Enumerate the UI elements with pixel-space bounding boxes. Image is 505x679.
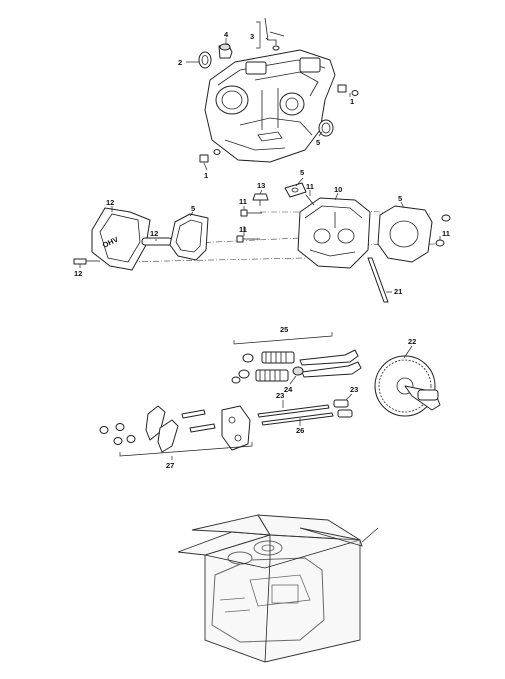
- cylinder-head: [297, 197, 371, 269]
- callout-11: 21: [394, 287, 402, 296]
- callout-11: 11: [442, 229, 450, 238]
- callout-4: 4: [224, 30, 229, 39]
- long-stud: [367, 257, 389, 303]
- callout-5: 5: [300, 168, 304, 177]
- callout-26: 27: [166, 461, 174, 470]
- callout-11: 11: [239, 225, 247, 234]
- callout-labels: 3 4 2 1 5 1 13 5 11 10 12 5 12 5 11 11 1…: [74, 30, 450, 470]
- valve-train-group: [99, 332, 441, 457]
- bolt-lower: [199, 149, 221, 163]
- callout-13: 13: [257, 181, 265, 190]
- valve-lower: [301, 361, 362, 378]
- adjusting-nuts: [99, 423, 136, 445]
- bolt-upper: [337, 84, 359, 96]
- oil-seal-side: [318, 119, 334, 137]
- valve-spring-lower: [255, 369, 289, 382]
- callout-21: 25: [280, 325, 288, 334]
- rocker-bracket: [221, 405, 251, 451]
- dowel-pin-lower: [435, 239, 445, 247]
- valve-collar: [292, 366, 304, 376]
- stud-upper: [305, 194, 315, 206]
- callout-23: 26: [296, 426, 304, 435]
- leader-lines: [79, 21, 441, 543]
- cylinder-head-group: OHV: [73, 182, 451, 303]
- camshaft-gear: [374, 355, 441, 417]
- packaging-box: [177, 514, 363, 663]
- dowel-pin-upper: [441, 214, 451, 222]
- callout-11: 11: [306, 182, 314, 191]
- oil-seal: [198, 51, 212, 69]
- valve-cover: OHV: [91, 207, 151, 271]
- callout-12: 12: [150, 229, 158, 238]
- cover-bolt: [73, 258, 100, 265]
- spark-plug: [252, 193, 269, 206]
- callout-1: 1: [204, 171, 208, 180]
- valve-spring-upper: [261, 351, 295, 364]
- callout-25: 22: [408, 337, 416, 346]
- head-bolt-lower: [236, 235, 260, 243]
- small-gasket: [284, 182, 307, 198]
- callout-1: 1: [350, 97, 354, 106]
- tappet: [333, 399, 353, 418]
- callout-2: 2: [178, 58, 182, 67]
- dipstick: [264, 17, 285, 51]
- callout-23: 23: [276, 391, 284, 400]
- callout-12: 12: [106, 198, 114, 207]
- callout-24: 23: [350, 385, 358, 394]
- rocker-studs: [181, 409, 216, 433]
- rocker-arm-lower: [157, 419, 179, 453]
- governor-part: [218, 43, 233, 59]
- callout-22: 24: [284, 385, 293, 394]
- callout-3: 3: [250, 32, 254, 41]
- head-gasket: [377, 205, 433, 263]
- crankcase-group: [198, 17, 359, 163]
- callout-10: 10: [334, 185, 342, 194]
- callout-11: 11: [239, 197, 247, 206]
- pushrod-upper: [257, 404, 330, 418]
- callout-12: 12: [74, 269, 82, 278]
- valve-upper: [299, 349, 359, 366]
- callout-5: 5: [191, 204, 195, 213]
- pushrod-lower: [261, 412, 334, 426]
- cover-gasket: [169, 213, 209, 261]
- cover-pin: [141, 237, 173, 246]
- crankcase: [204, 49, 336, 163]
- callout-5: 5: [398, 194, 402, 203]
- callout-5: 5: [316, 138, 320, 147]
- head-bolt-upper: [240, 209, 262, 217]
- spring-retainer: [231, 353, 254, 384]
